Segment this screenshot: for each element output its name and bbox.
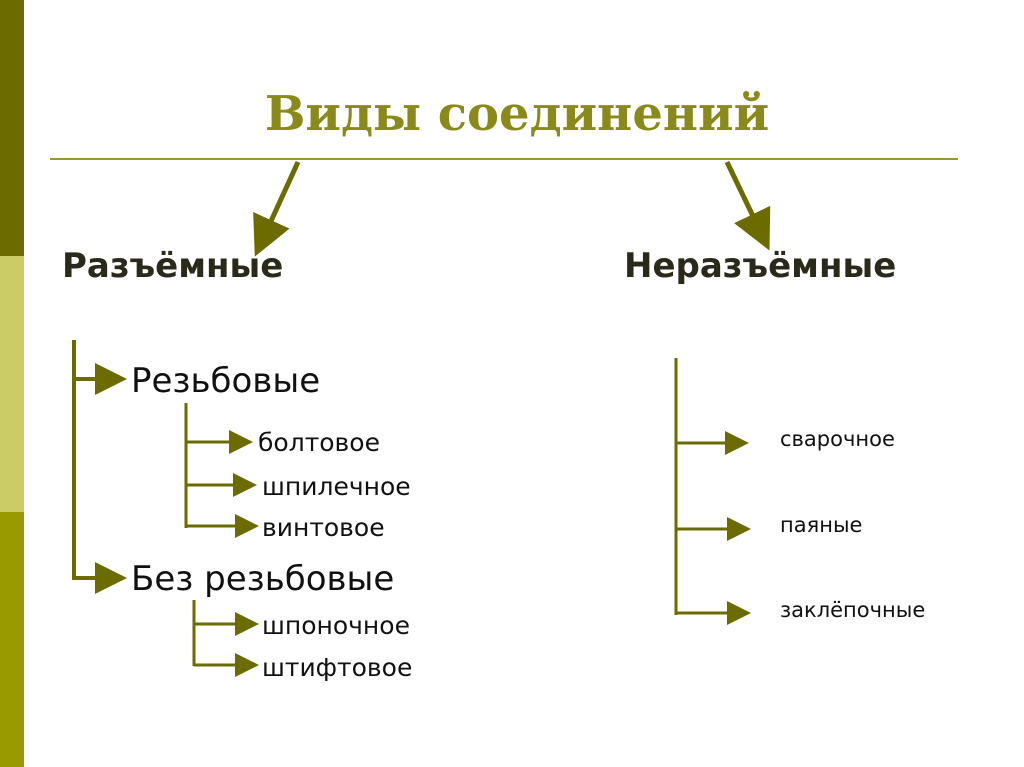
item-soldered: паяные <box>780 513 863 537</box>
slide-title: Виды соединений <box>264 86 770 142</box>
item-key: шпоночное <box>262 611 410 640</box>
decor-stripe-bottom <box>0 512 24 767</box>
group-non-threaded-label: Без резьбовые <box>131 559 395 599</box>
arrow-to-permanent <box>724 160 771 251</box>
decor-stripe-middle <box>0 256 24 512</box>
item-welded: сварочное <box>780 427 895 451</box>
item-pin: штифтовое <box>262 653 413 682</box>
branch-detachable-label: Разъёмные <box>62 246 284 286</box>
item-screw: винтовое <box>262 513 385 542</box>
item-riveted: заклёпочные <box>780 598 926 622</box>
arrow-to-detachable <box>253 160 301 257</box>
group-threaded-label: Резьбовые <box>131 361 321 401</box>
item-stud: шпилечное <box>262 472 411 501</box>
decor-stripe-top <box>0 0 24 256</box>
branch-permanent-label: Неразъёмные <box>624 246 897 286</box>
item-bolt: болтовое <box>258 428 380 457</box>
